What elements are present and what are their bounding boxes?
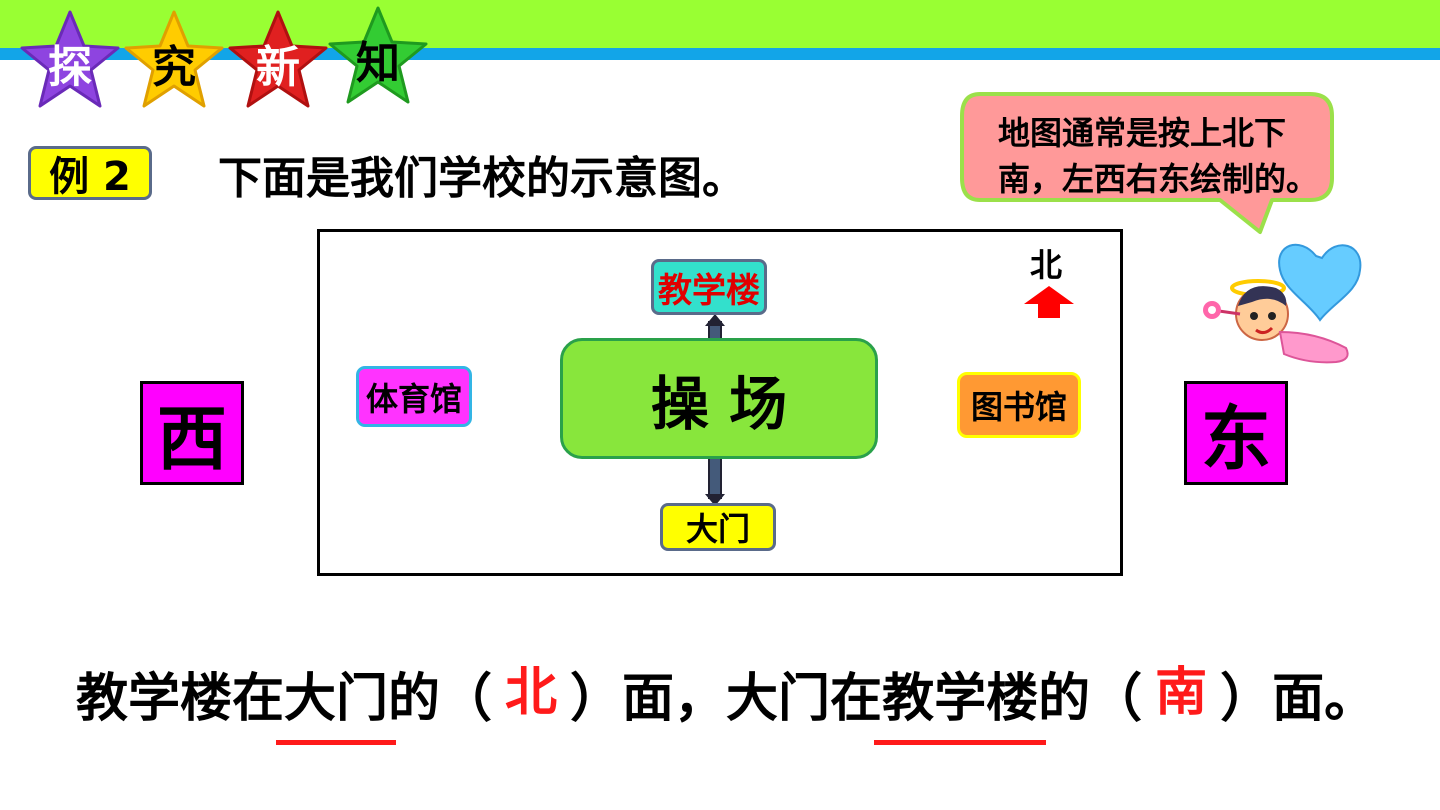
playground-box: 操 场	[560, 338, 878, 459]
answer-sentence: 教学楼在大门的（北）面，大门在教学楼的（南）面。	[76, 656, 1377, 745]
north-label: 北	[1030, 246, 1063, 284]
north-arrow-icon	[1024, 286, 1074, 318]
sentence-part: 教学楼在	[76, 669, 285, 729]
badge-char: 知	[356, 38, 400, 89]
star-badge-xin: 新	[226, 8, 330, 112]
star-icon	[124, 10, 224, 108]
example-label: 例 2	[28, 146, 152, 200]
star-badge-tan: 探	[18, 8, 122, 112]
sentence-part: ）面。	[1220, 669, 1377, 729]
badge-char: 探	[48, 42, 92, 93]
star-icon	[228, 10, 328, 108]
cupid-icon	[1203, 243, 1362, 364]
sentence-part: 的（	[1038, 669, 1143, 729]
star-badge-zhi: 知	[326, 4, 430, 108]
teaching-building-box: 教学楼	[651, 259, 767, 315]
badge-char: 新	[256, 42, 300, 93]
underlined-teaching-building: 教学楼	[874, 656, 1047, 745]
star-icon	[20, 10, 120, 108]
star-icon	[328, 6, 428, 104]
example-intro: 下面是我们学校的示意图。	[218, 153, 746, 204]
answer-south: 南	[1155, 663, 1208, 723]
library-box: 图书馆	[957, 372, 1081, 438]
sentence-part: 的（	[388, 669, 493, 729]
answer-north: 北	[505, 663, 558, 723]
underlined-gate: 大门	[276, 656, 397, 745]
star-badge-jiu: 究	[122, 8, 226, 112]
header-band	[0, 0, 1440, 48]
school-map	[317, 229, 1123, 576]
gym-box: 体育馆	[356, 366, 472, 427]
callout-text: 地图通常是按上北下南，左西右东绘制的。	[998, 114, 1319, 198]
badge-char: 究	[152, 42, 196, 93]
gate-box: 大门	[660, 503, 776, 551]
speech-bubble	[960, 92, 1334, 234]
sentence-part: ）面，大门在	[570, 669, 883, 729]
west-box: 西	[140, 381, 244, 485]
east-box: 东	[1184, 381, 1288, 485]
